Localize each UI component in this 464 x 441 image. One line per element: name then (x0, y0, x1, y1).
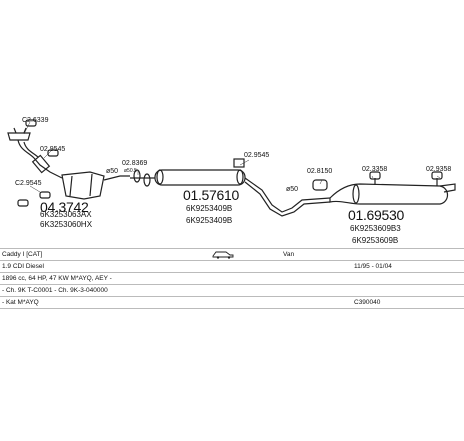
info-row-engine: 1.9 CDI Diesel 11/95 - 01/04 (0, 260, 464, 272)
engine-label: 1.9 CDI Diesel (2, 263, 44, 270)
part-p13-ref-1: 6K9253609B3 (350, 224, 401, 233)
body-type: Van (283, 251, 295, 258)
part-p8-code: 02.9545 (244, 152, 270, 159)
part-p5-clamp: ø50.5 (124, 168, 137, 174)
info-row-kat: - Kat M*AYQ C390040 (0, 296, 464, 309)
part-p1-code: C2.6339 (22, 117, 49, 124)
part-p10-code: 02.8150 (307, 168, 333, 175)
centre-silencer (154, 169, 246, 186)
part-p12-code: 02.9358 (426, 166, 452, 173)
part-p7-ref-2: 6K9253409B (186, 216, 233, 225)
part-p6-code: ø50 (106, 168, 119, 175)
chassis-label: - Ch. 9K T-C0001 - Ch. 9K-3-040000 (2, 287, 108, 294)
part-p4-code: 04.3742 (40, 199, 89, 215)
manifold-flange (7, 132, 31, 141)
system-code: C390040 (354, 299, 381, 306)
part-p9-code: ø50 (286, 186, 299, 193)
part-p4-ref-2: 6K3253060HX (40, 220, 93, 229)
part-p4-ref-1: 6K3253063AX (40, 210, 92, 219)
part-p13-code: 01.69530 (348, 207, 404, 223)
years-label: 11/95 - 01/04 (354, 263, 392, 270)
part-p13-ref-2: 6K9253609B (352, 236, 399, 245)
flex-joint (31, 154, 51, 174)
part-p2-code: 02.9545 (40, 146, 66, 153)
part-p11-code: 02.3358 (362, 166, 388, 173)
exhaust-diagram: C2.6339 02.9545 C2.9545 04.3742 6K325306… (7, 117, 456, 245)
model-label: Caddy I [CAT] (2, 251, 43, 258)
info-row-chassis: - Ch. 9K T-C0001 - Ch. 9K-3-040000 (0, 284, 464, 296)
spec-label: 1896 cc, 64 HP, 47 KW M*AYQ, AEY - (2, 275, 112, 282)
part-p7-ref-1: 6K9253409B (186, 204, 233, 213)
part-p7-code: 01.57610 (183, 187, 239, 203)
front-pipe (17, 139, 63, 179)
exhaust-drawing (7, 119, 456, 217)
part-p3-code: C2.9545 (15, 180, 42, 187)
catalytic-converter (61, 171, 105, 200)
vehicle-info-table: Caddy I [CAT] Van 1.9 CDI Diesel 11/95 -… (0, 248, 464, 309)
info-row-spec: 1896 cc, 64 HP, 47 KW M*AYQ, AEY - (0, 272, 464, 284)
car-icon (212, 249, 234, 261)
mid-pipe (244, 177, 331, 213)
kat-label: - Kat M*AYQ (2, 299, 39, 306)
info-row-model: Caddy I [CAT] Van (0, 248, 464, 260)
part-p5-code: 02.8369 (122, 160, 148, 167)
rear-silencer (329, 183, 449, 205)
